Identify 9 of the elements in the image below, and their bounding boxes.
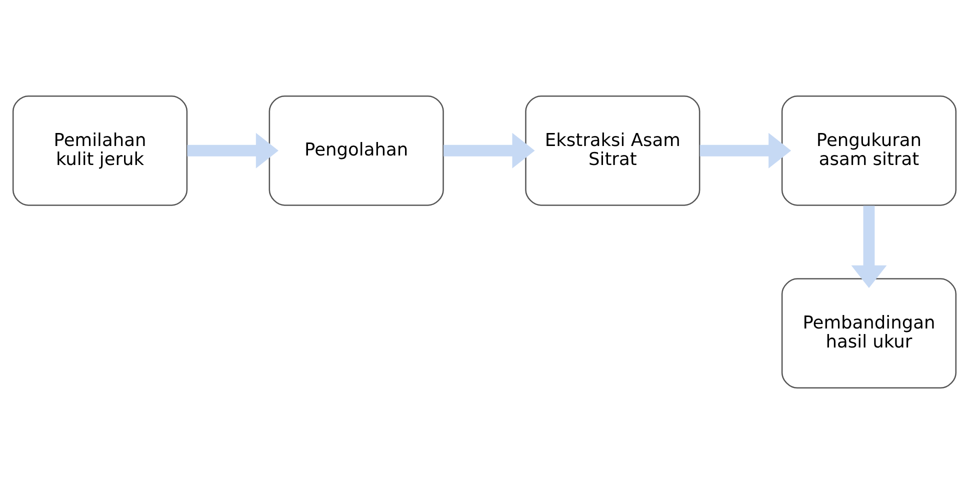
arrow [700, 132, 792, 168]
node-box: Pembandingan hasil ukur [781, 278, 957, 388]
node-box: Pemilahan kulit jeruk [12, 94, 188, 206]
node-box: Pengolahan [268, 94, 444, 206]
node-box: Pengukuran asam sitrat [781, 94, 957, 206]
arrow [851, 205, 887, 288]
node-box: Ekstraksi Asam Sitrat [525, 94, 700, 206]
arrow [444, 132, 535, 168]
arrow [187, 132, 278, 168]
